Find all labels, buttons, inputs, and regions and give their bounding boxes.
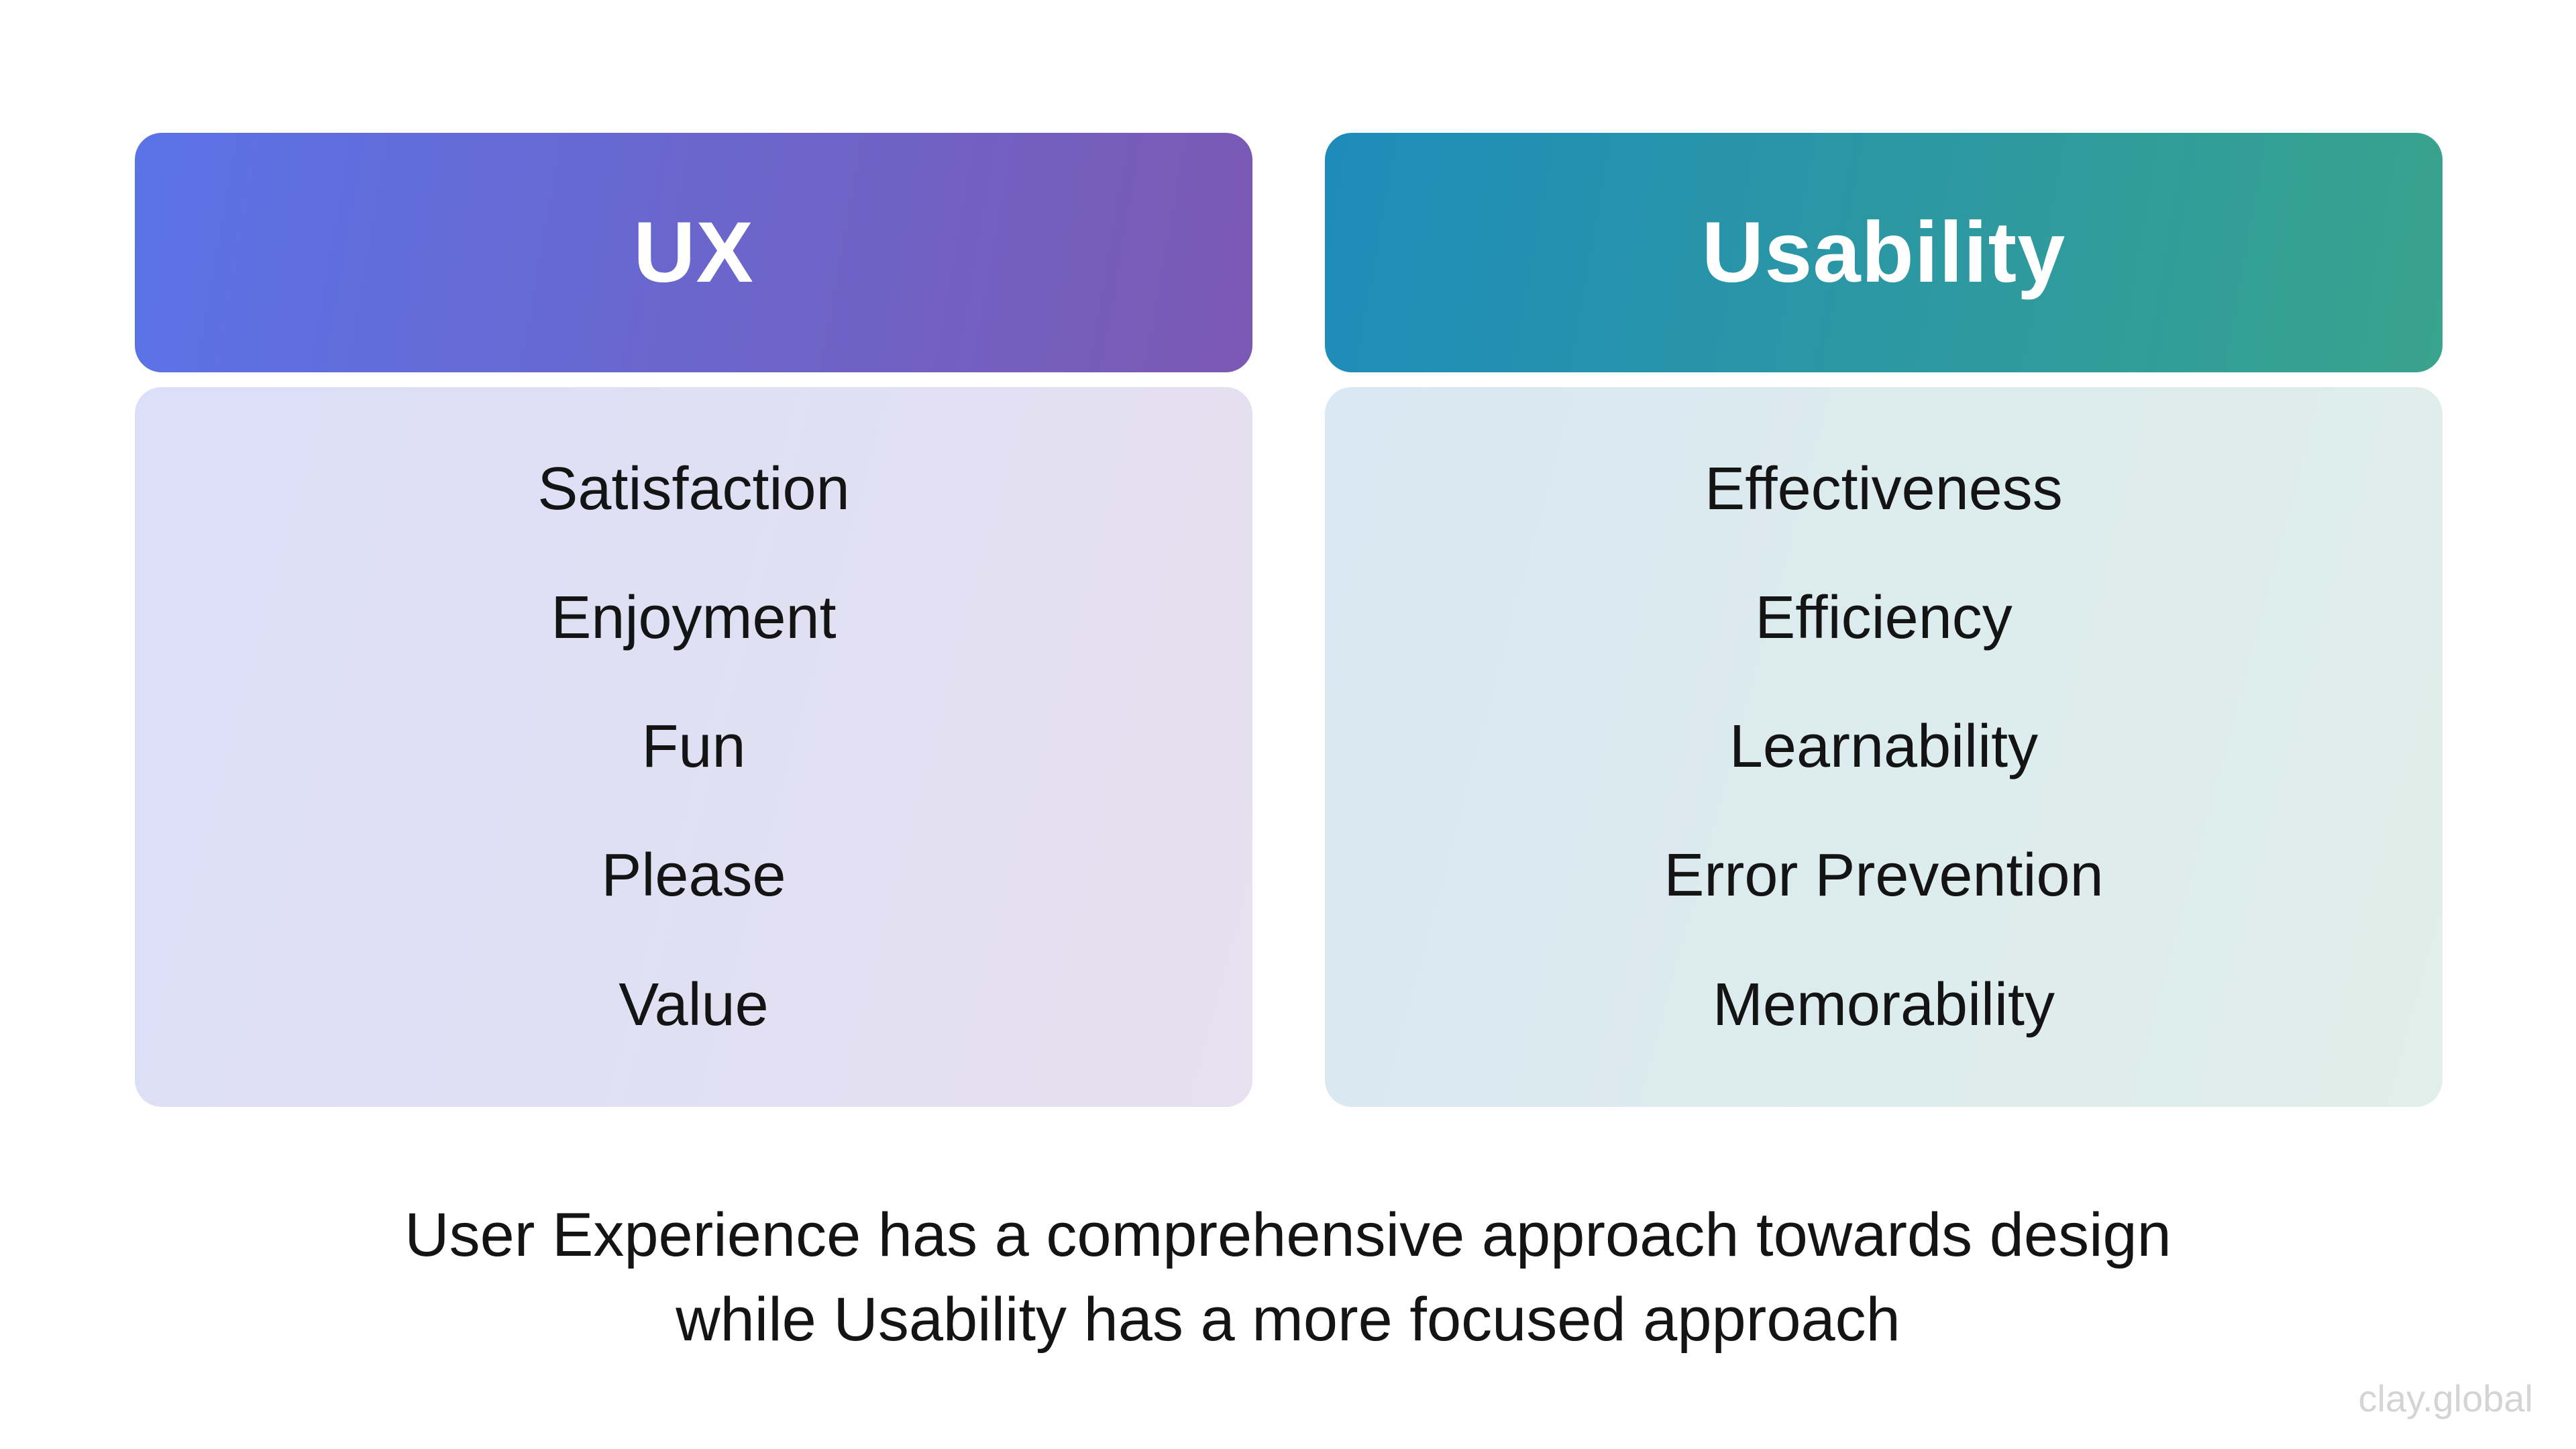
usability-body-card: Effectiveness Efficiency Learnability Er…: [1325, 387, 2443, 1107]
usability-header-card: Usability: [1325, 133, 2443, 372]
usability-title: Usability: [1701, 205, 2066, 301]
list-item: Efficiency: [1755, 584, 2012, 652]
watermark: clay.global: [2358, 1377, 2533, 1419]
ux-body-card: Satisfaction Enjoyment Fun Please Value: [135, 387, 1252, 1107]
caption-line-2: while Usability has a more focused appro…: [676, 1285, 1900, 1354]
list-item: Value: [619, 971, 769, 1038]
column-ux: UX Satisfaction Enjoyment Fun Please Val…: [135, 133, 1252, 1107]
caption-line-1: User Experience has a comprehensive appr…: [405, 1201, 2171, 1269]
list-item: Learnability: [1729, 713, 2039, 781]
list-item: Please: [601, 842, 786, 910]
list-item: Fun: [641, 713, 746, 781]
list-item: Memorability: [1712, 971, 2055, 1038]
caption: User Experience has a comprehensive appr…: [0, 1193, 2576, 1362]
column-usability: Usability Effectiveness Efficiency Learn…: [1325, 133, 2443, 1107]
ux-title: UX: [633, 205, 754, 301]
list-item: Enjoyment: [551, 584, 837, 652]
list-item: Satisfaction: [537, 455, 850, 523]
list-item: Error Prevention: [1664, 842, 2104, 910]
ux-header-card: UX: [135, 133, 1252, 372]
list-item: Effectiveness: [1705, 455, 2063, 523]
comparison-columns: UX Satisfaction Enjoyment Fun Please Val…: [135, 133, 2443, 1107]
